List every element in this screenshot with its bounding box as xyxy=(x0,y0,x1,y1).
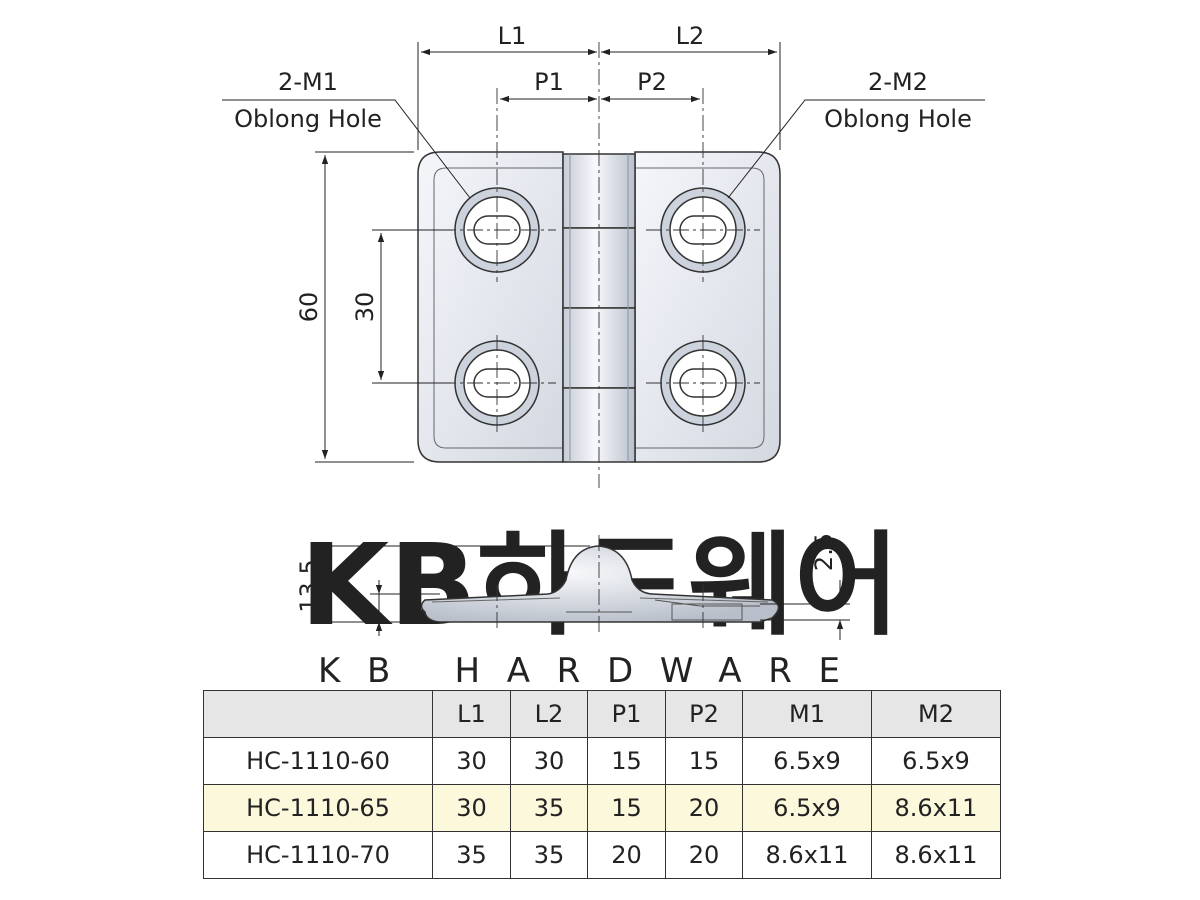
callout-left-qty: 2-M1 xyxy=(278,68,338,96)
dim-p1-label: P1 xyxy=(534,68,564,96)
header-model xyxy=(203,690,433,738)
side-profile xyxy=(420,545,780,623)
m1-cell: 8.6x11 xyxy=(742,831,872,879)
l2-cell: 35 xyxy=(510,784,588,832)
model-cell: HC-1110-70 xyxy=(203,831,433,879)
p1-cell: 15 xyxy=(587,784,666,832)
table-row: HC-1110-70 35 35 20 20 8.6x11 8.6x11 xyxy=(203,831,1001,879)
dim-60-label: 60 xyxy=(295,292,323,323)
m2-cell: 8.6x11 xyxy=(871,784,1001,832)
table-header-row: L1 L2 P1 P2 M1 M2 xyxy=(203,690,1001,738)
model-cell: HC-1110-60 xyxy=(203,737,433,785)
p1-cell: 20 xyxy=(587,831,666,879)
callout-right-desc: Oblong Hole xyxy=(824,105,972,133)
table-row: HC-1110-60 30 30 15 15 6.5x9 6.5x9 xyxy=(203,737,1001,785)
m2-cell: 8.6x11 xyxy=(871,831,1001,879)
l2-cell: 30 xyxy=(510,737,588,785)
l1-cell: 30 xyxy=(432,784,511,832)
dimension-lines xyxy=(222,42,985,463)
header-p2: P2 xyxy=(665,690,743,738)
callout-left-desc: Oblong Hole xyxy=(234,105,382,133)
model-cell: HC-1110-65 xyxy=(203,784,433,832)
callout-right-qty: 2-M2 xyxy=(868,68,928,96)
l1-cell: 30 xyxy=(432,737,511,785)
hinge-side-view xyxy=(420,545,780,623)
hinge-top-view xyxy=(417,42,781,488)
p2-cell: 20 xyxy=(665,831,743,879)
dim-l2-label: L2 xyxy=(676,22,705,50)
watermark-brand-en: KB HARDWARE xyxy=(318,651,878,690)
l1-cell: 35 xyxy=(432,831,511,879)
dim-13-5-label: 13.5 xyxy=(295,559,323,612)
header-l2: L2 xyxy=(510,690,588,738)
header-l1: L1 xyxy=(432,690,511,738)
table-row-highlighted: HC-1110-65 30 35 15 20 6.5x9 8.6x11 xyxy=(203,784,1001,832)
p1-cell: 15 xyxy=(587,737,666,785)
m1-cell: 6.5x9 xyxy=(742,737,872,785)
header-p1: P1 xyxy=(587,690,666,738)
hinge-drawing: L1 L2 P1 P2 60 30 2-M1 Oblong Hole 2-M2 … xyxy=(222,22,985,690)
p2-cell: 20 xyxy=(665,784,743,832)
header-m1: M1 xyxy=(742,690,872,738)
m1-cell: 6.5x9 xyxy=(742,784,872,832)
p2-cell: 15 xyxy=(665,737,743,785)
dim-p2-label: P2 xyxy=(637,68,667,96)
l2-cell: 35 xyxy=(510,831,588,879)
dim-l1-label: L1 xyxy=(498,22,527,50)
header-m2: M2 xyxy=(871,690,1001,738)
dim-2-5-label: 2.5 xyxy=(810,533,838,571)
spec-table: L1 L2 P1 P2 M1 M2 HC-1110-60 30 30 15 15… xyxy=(203,690,1001,879)
dim-5-label: 5 xyxy=(349,599,377,614)
dim-30-label: 30 xyxy=(351,292,379,323)
m2-cell: 6.5x9 xyxy=(871,737,1001,785)
